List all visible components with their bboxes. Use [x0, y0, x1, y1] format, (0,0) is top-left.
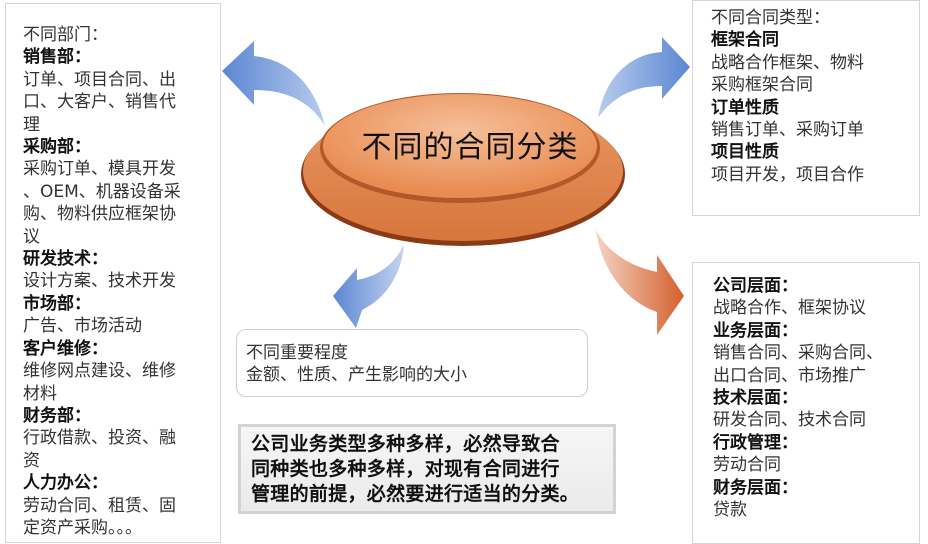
box-heading: 行政管理：	[713, 432, 798, 453]
box-line: 购、物料供应框架协	[23, 204, 176, 225]
levels-box: 公司层面： 战略合作、框架协议 业务层面： 销售合同、采购合同、 出口合同、市场…	[692, 262, 920, 544]
box-line: 订单、项目合同、出	[23, 69, 176, 90]
box-heading: 业务层面：	[713, 320, 798, 341]
box-line: 销售合同、采购合同、	[713, 343, 883, 364]
box-line: 销售订单、采购订单	[711, 120, 864, 141]
box-heading: 技术层面：	[713, 388, 798, 409]
box-heading: 采购部：	[23, 137, 91, 158]
box-line: 议	[23, 226, 40, 247]
box-line: 金额、性质、产生影响的大小	[246, 365, 467, 386]
box-line: 、OEM、机器设备采	[23, 181, 181, 202]
box-line: 理	[23, 114, 40, 135]
box-line: 劳动合同	[713, 455, 781, 476]
departments-box: 不同部门： 销售部： 订单、项目合同、出 口、大客户、销售代 理 采购部： 采购…	[5, 3, 221, 543]
importance-box: 不同重要程度 金额、性质、产生影响的大小	[236, 329, 588, 397]
contract-types-box: 不同合同类型： 框架合同 战略合作框架、物料 采购框架合同 订单性质 销售订单、…	[692, 0, 920, 216]
box-line: 出口合同、市场推广	[713, 365, 866, 386]
box-line: 不同部门：	[23, 25, 108, 45]
box-line: 定资产采购。。。	[23, 517, 142, 538]
center-disc	[301, 93, 625, 246]
note-line: 同种类也多种多样，对现有合同进行	[251, 458, 560, 480]
curved-arrow-down-right-icon	[596, 230, 684, 335]
box-heading: 公司层面：	[713, 276, 798, 296]
curved-arrow-up-right-icon	[598, 37, 690, 118]
box-heading: 框架合同	[711, 30, 779, 51]
box-line: 维修网点建设、维修	[23, 361, 176, 382]
box-line: 研发合同、技术合同	[713, 410, 866, 431]
center-title: 不同的合同分类	[361, 130, 579, 165]
box-line: 项目开发，项目合作	[711, 164, 864, 185]
box-heading: 订单性质	[711, 97, 779, 118]
box-line: 采购框架合同	[711, 75, 813, 96]
box-heading: 财务层面：	[713, 477, 798, 498]
box-heading: 财务部：	[23, 405, 91, 426]
box-heading: 销售部：	[23, 47, 91, 68]
box-heading: 客户维修：	[23, 338, 108, 359]
note-line: 公司业务类型多种多样，必然导致合	[251, 433, 560, 455]
box-line: 不同合同类型：	[711, 8, 830, 28]
box-line: 资	[23, 450, 40, 471]
box-line: 贷款	[713, 500, 747, 521]
box-line: 材料	[23, 383, 57, 404]
note-line: 管理的前提，必然要进行适当的分类。	[251, 483, 580, 505]
box-line: 不同重要程度	[246, 343, 348, 363]
box-line: 行政借款、投资、融	[23, 428, 176, 449]
box-line: 口、大客户、销售代	[23, 92, 176, 113]
curved-arrow-down-left-icon	[333, 244, 404, 328]
box-heading: 项目性质	[711, 142, 779, 163]
summary-note-box: 公司业务类型多种多样，必然导致合 同种类也多种多样，对现有合同进行 管理的前提，…	[238, 424, 616, 514]
box-heading: 人力办公：	[23, 473, 108, 494]
box-line: 采购订单、模具开发	[23, 159, 176, 180]
curved-arrow-up-left-icon	[222, 41, 325, 126]
box-heading: 市场部：	[23, 293, 91, 314]
box-line: 设计方案、技术开发	[23, 271, 176, 292]
box-line: 劳动合同、租赁、固	[23, 495, 176, 516]
box-line: 战略合作、框架协议	[713, 298, 866, 319]
box-line: 广告、市场活动	[23, 316, 142, 337]
box-heading: 研发技术：	[23, 249, 108, 270]
box-line: 战略合作框架、物料	[711, 52, 864, 73]
